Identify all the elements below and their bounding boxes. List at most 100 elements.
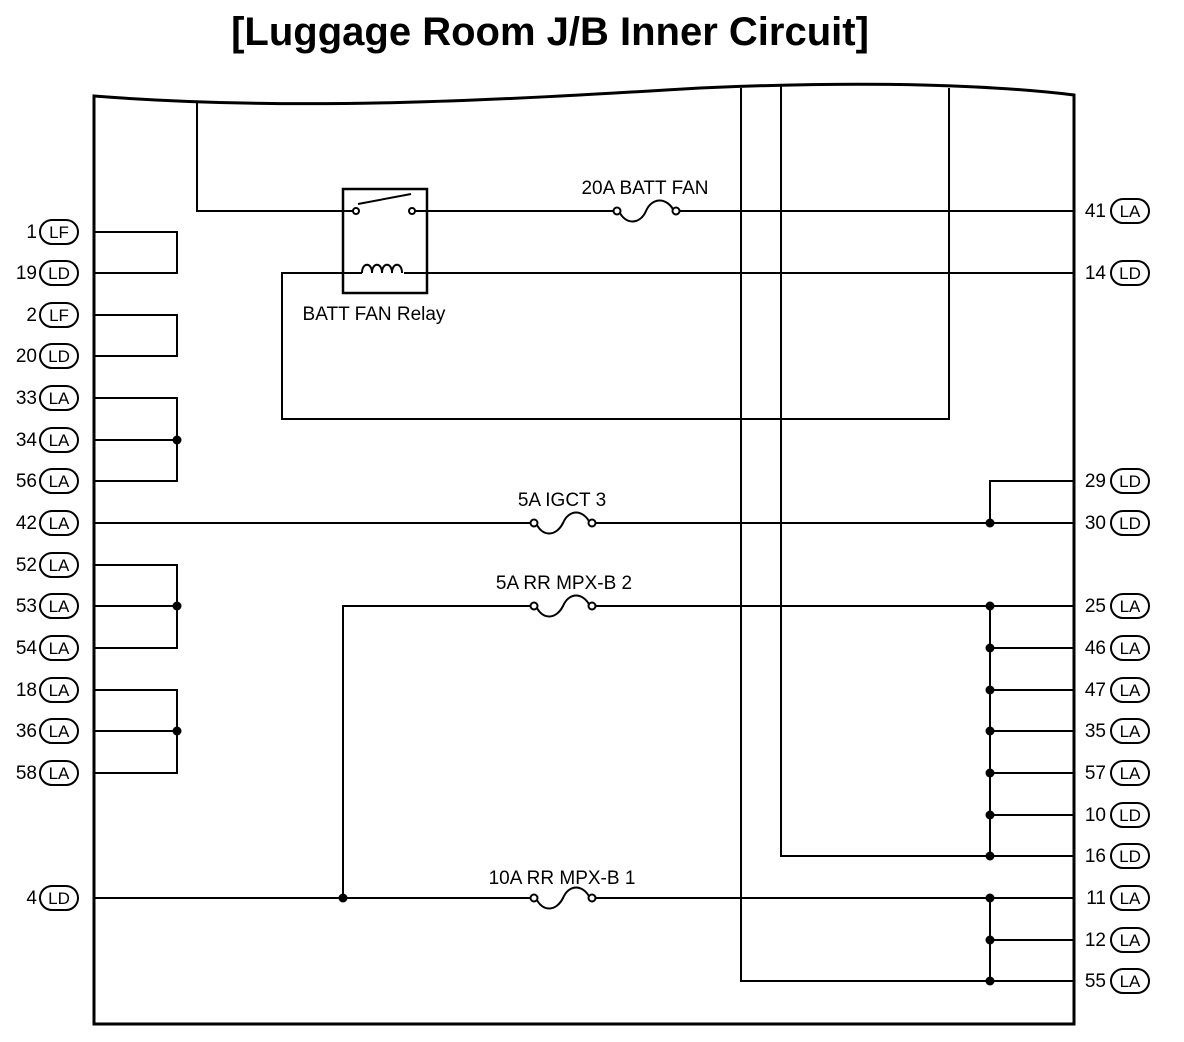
connector-code: LD: [1119, 847, 1141, 866]
wire-mpxb1: [94, 897, 1074, 981]
connector-code: LA: [1120, 722, 1141, 741]
jumper-18-36-58: [94, 689, 178, 774]
pin-terminal: 10 LD: [1085, 802, 1150, 828]
connector-code: LA: [1120, 931, 1141, 950]
pin-terminal: 35 LA: [1085, 718, 1150, 744]
pin-number: 18: [16, 680, 37, 701]
connector-code: LA: [49, 597, 70, 616]
pin-number: 54: [16, 638, 38, 659]
connector-oval: [1110, 802, 1150, 828]
fuse-label-rr-mpxb1: 10A RR MPX-B 1: [489, 868, 636, 889]
connector-code: LA: [49, 764, 70, 783]
fuse-igct3-icon: [535, 511, 591, 535]
relay-box: [341, 187, 429, 295]
connector-oval: [39, 718, 79, 744]
pin-number: 53: [16, 596, 37, 617]
pin-number: 20: [16, 346, 37, 367]
relay-coil-icon: [361, 263, 403, 274]
connector-code: LA: [49, 556, 70, 575]
pin-number: 36: [16, 721, 37, 742]
pin-terminal: 1 LF: [26, 219, 79, 245]
jumper-1-19: [94, 231, 178, 274]
pin-number: 34: [16, 430, 38, 451]
connector-oval: [1110, 677, 1150, 703]
pin-number: 41: [1085, 201, 1106, 222]
pin-terminal: 16 LD: [1085, 843, 1150, 869]
connector-oval: [39, 385, 79, 411]
pin-number: 42: [16, 513, 37, 534]
pin-terminal: 19 LD: [16, 260, 79, 286]
connector-code: LA: [1120, 972, 1141, 991]
pin-number: 52: [16, 555, 37, 576]
pin-number: 35: [1085, 721, 1106, 742]
fuse-batt-fan-icon: [618, 199, 675, 223]
relay-switch-icon: [357, 193, 412, 205]
pin-terminal: 30 LD: [1085, 510, 1150, 536]
fuse-label-batt-fan: 20A BATT FAN: [581, 178, 708, 199]
connector-oval: [39, 635, 79, 661]
connector-code: LA: [1120, 681, 1141, 700]
connector-code: LA: [1120, 764, 1141, 783]
pin-number: 1: [26, 222, 37, 243]
pin-number: 29: [1085, 471, 1106, 492]
connector-oval: [39, 593, 79, 619]
connector-oval: [1110, 760, 1150, 786]
connector-code: LD: [1119, 806, 1141, 825]
pin-number: 33: [16, 388, 37, 409]
connector-oval: [39, 260, 79, 286]
connector-code: LF: [49, 223, 69, 242]
wire-bus-55: [740, 88, 990, 982]
connector-code: LA: [49, 722, 70, 741]
connector-code: LD: [1119, 514, 1141, 533]
connector-oval: [1110, 198, 1150, 224]
pin-terminal: 58 LA: [16, 760, 79, 786]
relay-label: BATT FAN Relay: [303, 304, 446, 325]
pin-number: 46: [1085, 638, 1106, 659]
pin-terminal: 55 LA: [1085, 968, 1150, 994]
pin-number: 47: [1085, 680, 1106, 701]
pin-number: 57: [1085, 763, 1106, 784]
pin-number: 55: [1085, 971, 1106, 992]
diagram-title: [Luggage Room J/B Inner Circuit]: [231, 10, 869, 54]
fuse-label-igct3: 5A IGCT 3: [518, 490, 606, 511]
jumper-33-34-56: [94, 397, 178, 482]
connector-oval: [39, 552, 79, 578]
connector-oval: [1110, 718, 1150, 744]
connector-code: LA: [1120, 597, 1141, 616]
pin-terminal: 57 LA: [1085, 760, 1150, 786]
connector-code: LA: [49, 389, 70, 408]
connector-code: LA: [49, 472, 70, 491]
wire-mpxb2: [342, 605, 1074, 898]
connector-code: LA: [1120, 639, 1141, 658]
pin-number: 2: [26, 305, 37, 326]
pin-number: 4: [26, 888, 37, 909]
connector-code: LD: [48, 264, 70, 283]
pin-terminal: 53 LA: [16, 593, 79, 619]
connector-oval: [1110, 260, 1150, 286]
connector-code: LA: [1120, 889, 1141, 908]
jumper-52-53-54: [94, 564, 178, 649]
connector-oval: [1110, 843, 1150, 869]
pin-number: 10: [1085, 805, 1106, 826]
pin-number: 12: [1085, 930, 1106, 951]
pin-number: 19: [16, 263, 37, 284]
pin-number: 16: [1085, 846, 1106, 867]
connector-oval: [39, 468, 79, 494]
pin-number: 58: [16, 763, 37, 784]
connector-code: LD: [1119, 264, 1141, 283]
connector-code: LD: [48, 889, 70, 908]
box-outline: [92, 82, 1076, 1026]
connector-oval: [1110, 927, 1150, 953]
pin-number: 30: [1085, 513, 1106, 534]
